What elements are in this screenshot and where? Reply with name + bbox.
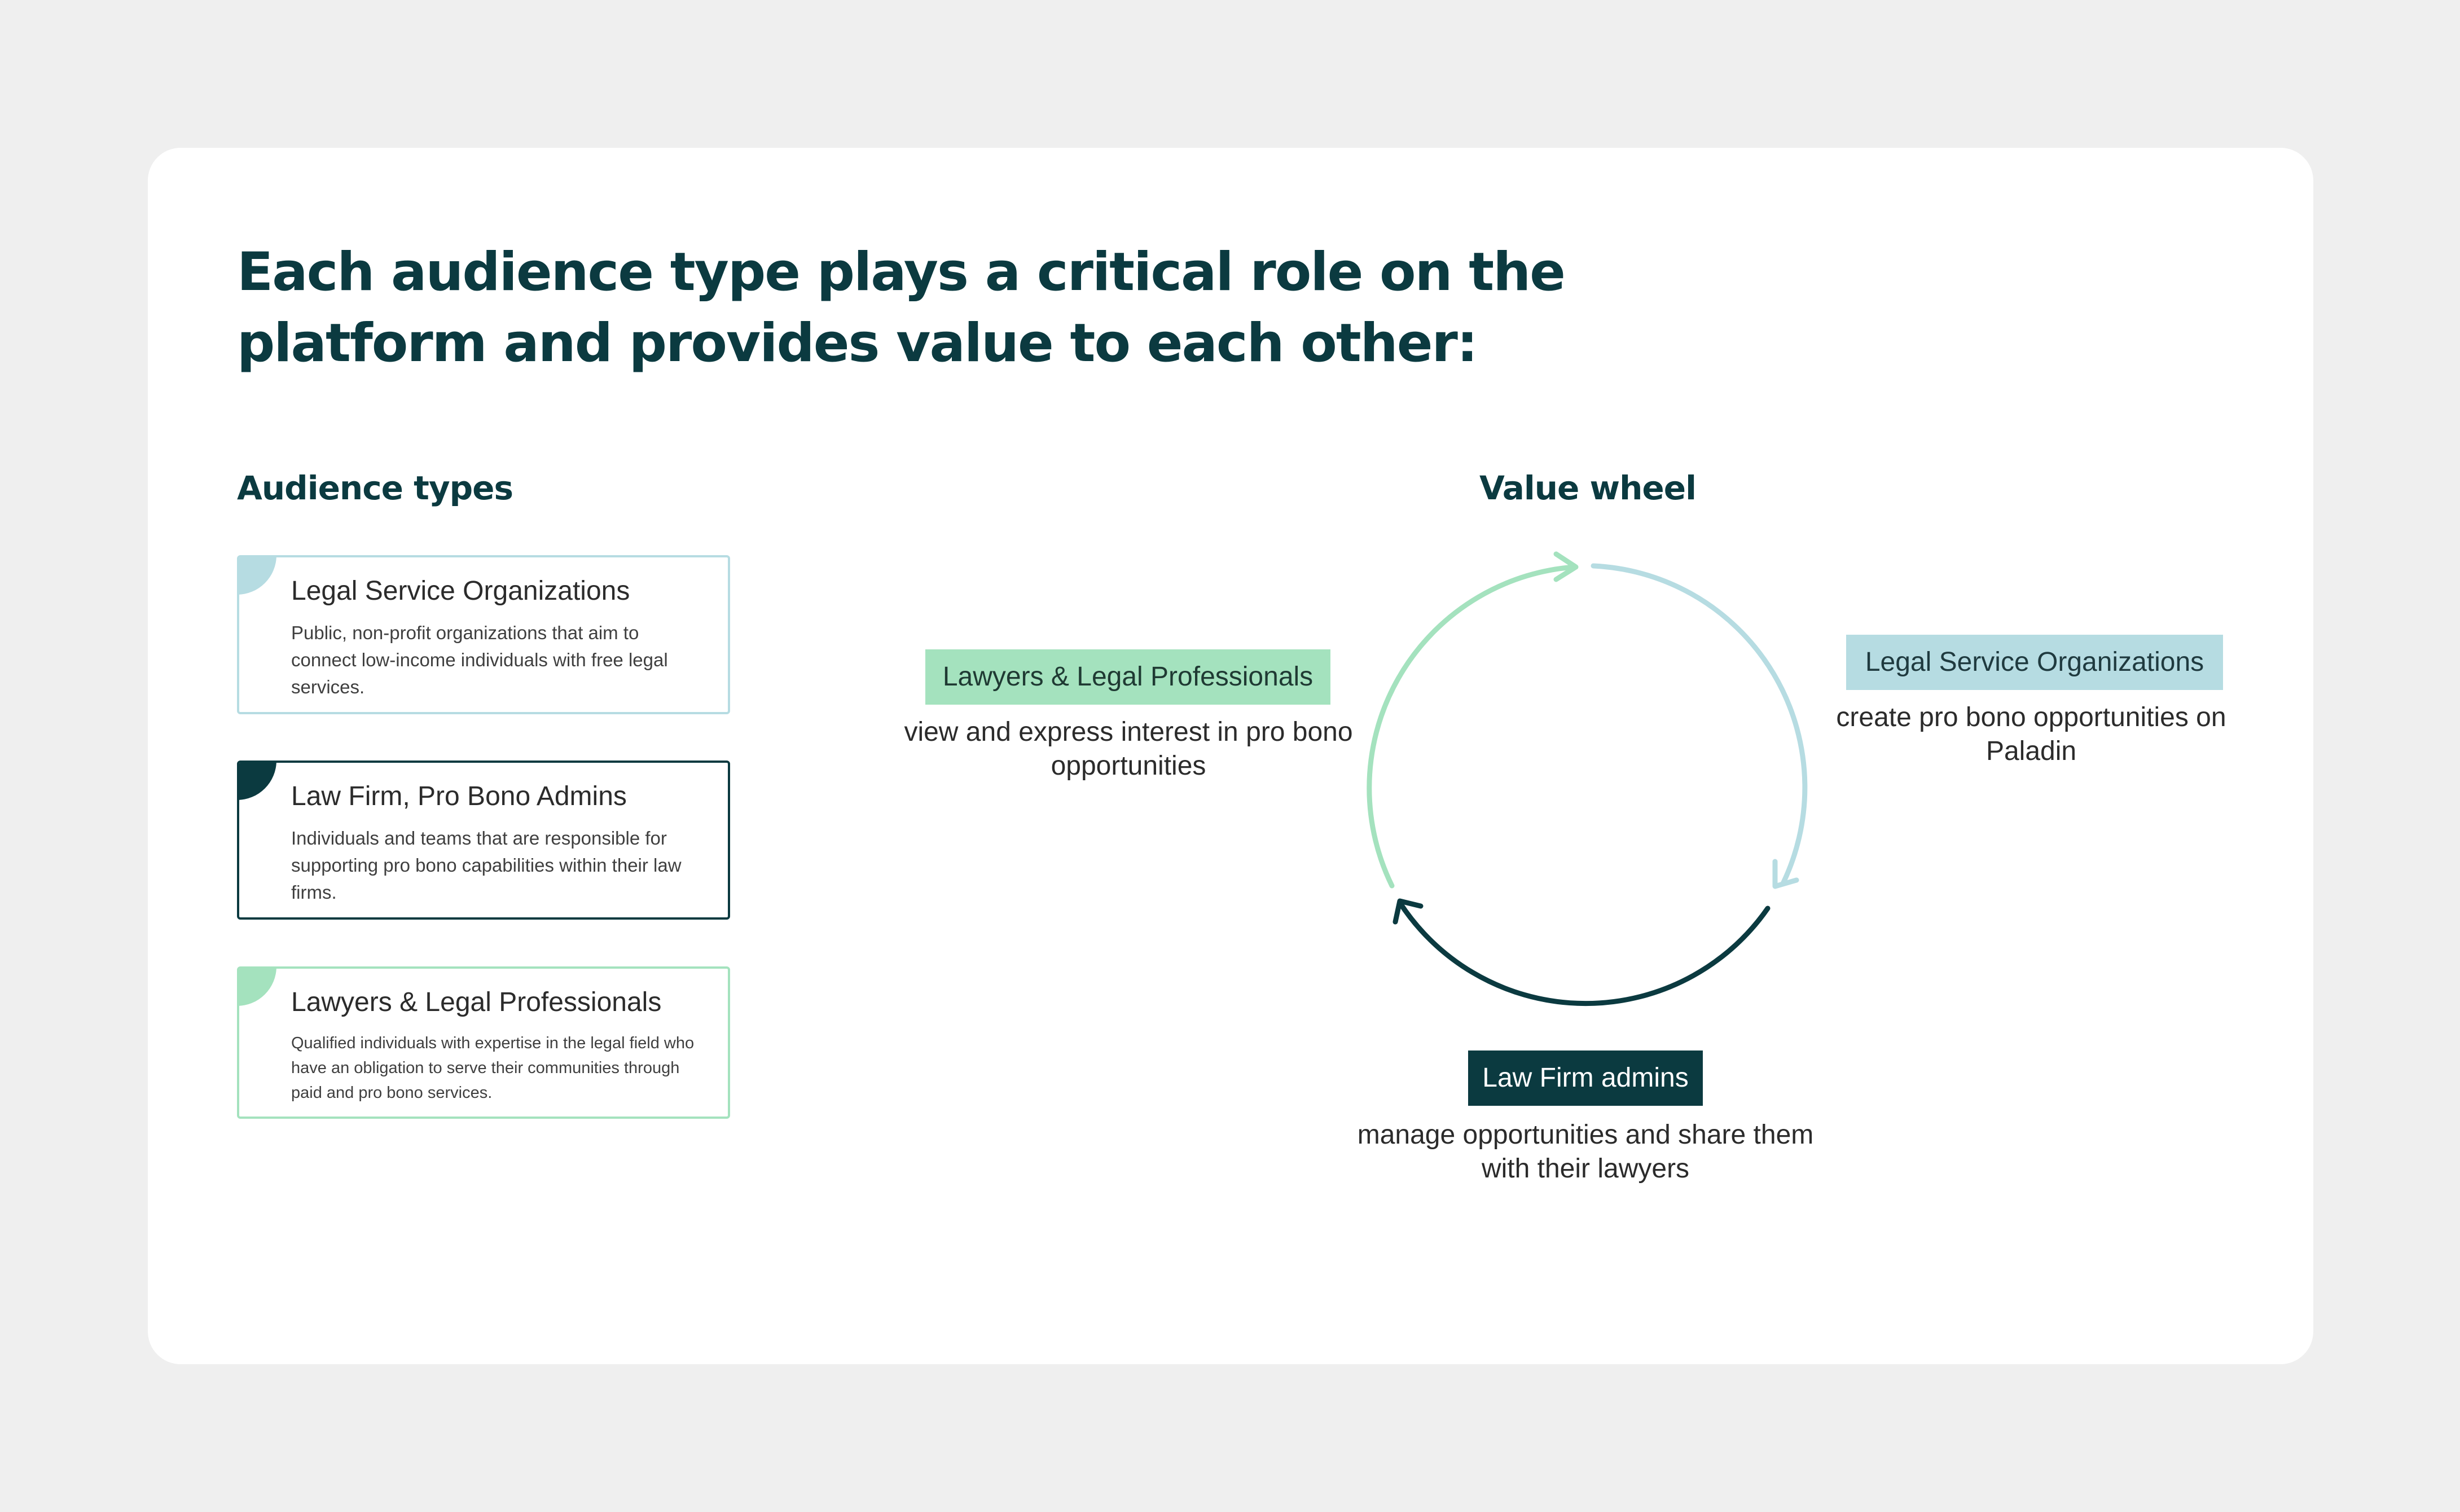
audience-card-law-firm-admins: Law Firm, Pro Bono Admins Individuals an…: [237, 761, 730, 920]
audience-card-lawyers-legal-professionals: Lawyers & Legal Professionals Qualified …: [237, 966, 730, 1119]
wheel-node-lawyers-label: Lawyers & Legal Professionals: [925, 649, 1330, 705]
audience-card-title: Legal Service Organizations: [291, 576, 630, 606]
arc-lso-to-lawfirm: [1591, 563, 1808, 886]
wheel-node-lawfirm-description: manage opportunities and share them with…: [1357, 1120, 1814, 1184]
audience-card-description: Qualified individuals with expertise in …: [291, 1034, 695, 1102]
wheel-node-lawfirm-label: Law Firm admins: [1468, 1051, 1703, 1106]
audience-card-legal-service-organizations: Legal Service Organizations Public, non-…: [237, 555, 730, 714]
arrowhead-green: [1553, 551, 1579, 582]
audience-card-description: Individuals and teams that are responsib…: [291, 828, 682, 903]
audience-card-description: Public, non-profit organizations that ai…: [291, 622, 668, 697]
wheel-node-lawyers-description: view and express interest in pro bono op…: [904, 717, 1353, 781]
arrowhead-dark: [1392, 898, 1424, 925]
page-headline: Each audience type plays a critical role…: [237, 241, 1566, 374]
wheel-node-lso-label: Legal Service Organizations: [1846, 635, 2223, 690]
arc-lawfirm-to-lawyers: [1397, 900, 1771, 1006]
arrowhead-blue: [1772, 859, 1799, 889]
audience-types-heading: Audience types: [237, 469, 513, 507]
value-wheel-heading: Value wheel: [1479, 469, 1697, 507]
audience-card-title: Law Firm, Pro Bono Admins: [291, 781, 627, 811]
wheel-node-lso-description: create pro bono opportunities on Paladin: [1836, 702, 2226, 766]
arc-lawyers-to-lso: [1367, 564, 1577, 889]
audience-card-title: Lawyers & Legal Professionals: [291, 987, 662, 1017]
content-card: [148, 148, 2313, 1364]
